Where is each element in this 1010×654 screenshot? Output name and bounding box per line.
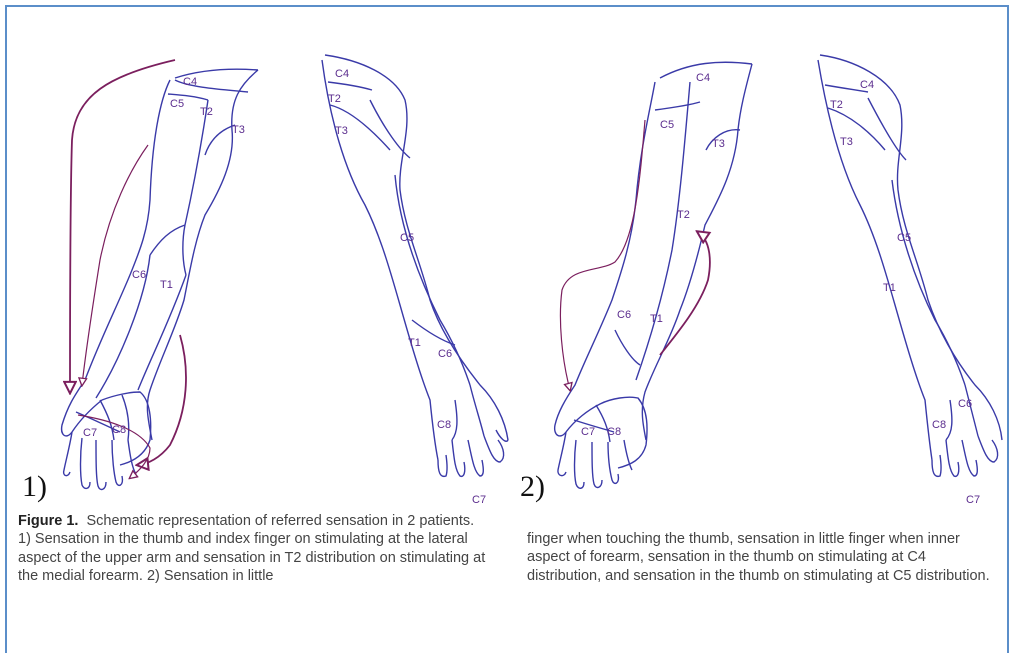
dermatome-label: C7 xyxy=(581,426,595,438)
dermatome-label: T2 xyxy=(677,209,690,221)
dermatome-label: C7 xyxy=(966,494,980,506)
panel-2-front-labels: C4 C5 T3 T2 C6 T1 C7 C8 xyxy=(581,72,725,438)
panel-2-number: 2) xyxy=(520,470,545,504)
dermatome-label: T2 xyxy=(200,106,213,118)
dermatome-label: C8 xyxy=(607,426,621,438)
dermatome-label: T3 xyxy=(232,124,245,136)
figure-caption-left: Figure 1. Schematic representation of re… xyxy=(18,512,488,585)
panel-1-number: 1) xyxy=(22,470,47,504)
panel-1-back-labels: C4 T2 T3 C5 T1 C6 C8 C7 xyxy=(328,68,486,506)
dermatome-label: C4 xyxy=(183,76,197,88)
dermatome-label: T3 xyxy=(712,138,725,150)
dermatome-label: T2 xyxy=(328,93,341,105)
figure-caption-right: finger when touching the thumb, sensatio… xyxy=(527,530,997,585)
dermatome-label: T3 xyxy=(840,136,853,148)
dermatome-label: T1 xyxy=(160,279,173,291)
dermatome-label: C8 xyxy=(932,419,946,431)
dermatome-label: C4 xyxy=(696,72,710,84)
figure-caption-label: Figure 1. xyxy=(18,513,78,529)
figure-caption-text-left: Schematic representation of referred sen… xyxy=(18,513,485,584)
dermatome-label: T2 xyxy=(830,99,843,111)
dermatome-label: C5 xyxy=(170,98,184,110)
dermatome-label: T1 xyxy=(650,313,663,325)
panel-2-referral-arrows xyxy=(560,120,709,390)
dermatome-figure: C4 C5 T2 T3 C6 T1 C7 C8 C4 T2 T3 C5 T1 C… xyxy=(0,0,1010,510)
dermatome-label: C8 xyxy=(112,424,126,436)
dermatome-label: T3 xyxy=(335,125,348,137)
dermatome-label: C5 xyxy=(400,232,414,244)
dermatome-label: T1 xyxy=(883,282,896,294)
dermatome-label: C6 xyxy=(958,398,972,410)
panel-2-front-arm xyxy=(555,62,752,488)
dermatome-label: C4 xyxy=(860,79,874,91)
dermatome-label: C5 xyxy=(660,119,674,131)
dermatome-label: C6 xyxy=(617,309,631,321)
dermatome-label: T1 xyxy=(408,337,421,349)
panel-1-back-arm xyxy=(322,55,508,476)
dermatome-label: C7 xyxy=(472,494,486,506)
panel-2-back-arm xyxy=(818,55,1002,476)
dermatome-label: C4 xyxy=(335,68,349,80)
dermatome-label: C6 xyxy=(132,269,146,281)
dermatome-label: C7 xyxy=(83,427,97,439)
figure-caption-text-right: finger when touching the thumb, sensatio… xyxy=(527,531,990,584)
panel-1-front-labels: C4 C5 T2 T3 C6 T1 C7 C8 xyxy=(83,76,245,439)
dermatome-label: C6 xyxy=(438,348,452,360)
dermatome-label: C8 xyxy=(437,419,451,431)
panel-2-back-labels: C4 T2 T3 C5 T1 C6 C8 C7 xyxy=(830,79,980,506)
dermatome-label: C5 xyxy=(897,232,911,244)
